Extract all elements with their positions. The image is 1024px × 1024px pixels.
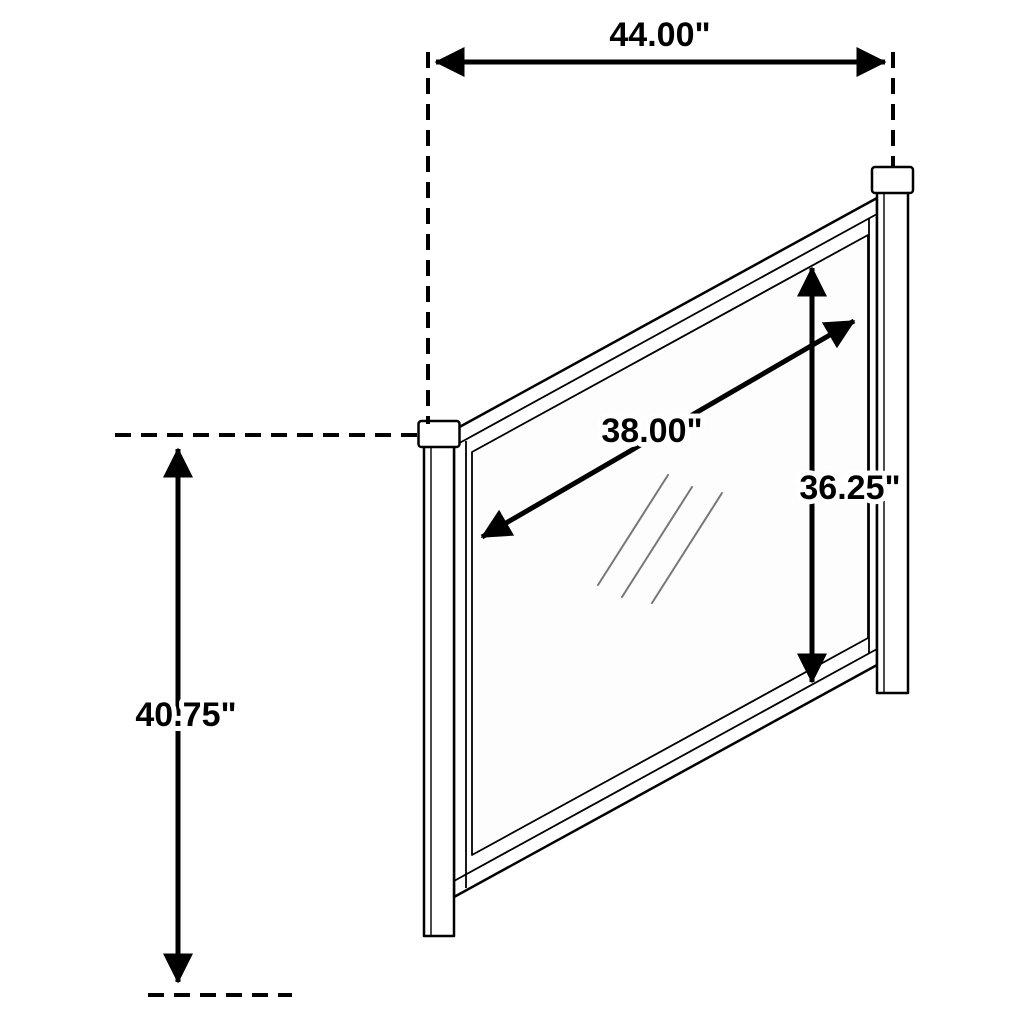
left-post	[422, 442, 456, 938]
left-post-cap	[417, 419, 461, 449]
glass-width-dimension: 38.00"	[480, 318, 856, 540]
frame-bottom-inner-edge	[453, 648, 878, 882]
glass-height-label: 36.25"	[799, 469, 900, 507]
right-post-cap	[870, 165, 915, 195]
mirror-drawing	[417, 165, 915, 938]
overall-height-label: 40.75"	[135, 696, 236, 734]
glass-height-dimension: 36.25"	[794, 266, 906, 684]
overall-width-dimension: 44.00"	[426, 11, 895, 424]
overall-width-label: 44.00"	[609, 16, 710, 54]
right-post	[875, 188, 910, 695]
overall-height-dimension: 40.75"	[115, 433, 418, 997]
glass-width-dimension-arrow	[480, 318, 856, 540]
glass-width-label: 38.00"	[601, 412, 702, 450]
